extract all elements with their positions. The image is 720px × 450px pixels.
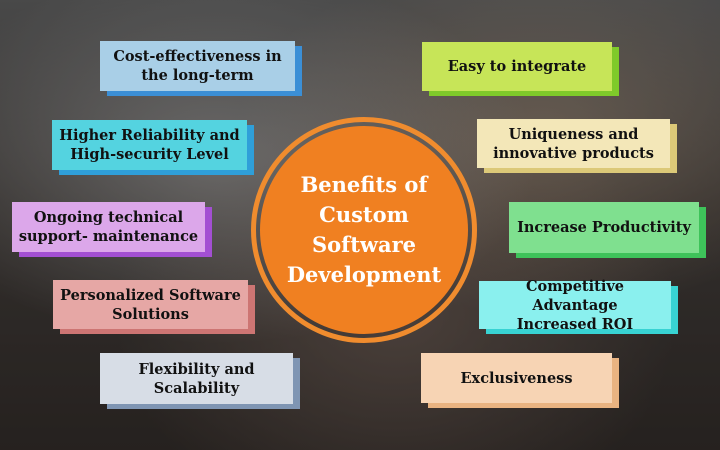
- benefit-cost-effectiveness: Cost-effectiveness in the long-term: [100, 41, 295, 91]
- benefit-increase-productivity: Increase Productivity: [509, 202, 699, 253]
- benefit-label: Ongoing technical support- maintenance: [18, 209, 199, 245]
- benefit-label: Personalized Software Solutions: [60, 286, 241, 323]
- benefit-label: Higher Reliability and High-security Lev…: [59, 127, 240, 163]
- benefit-uniqueness-innovation: Uniqueness and innovative products: [477, 119, 670, 168]
- benefit-flexibility-scalability: Flexibility and Scalability: [100, 353, 293, 404]
- benefit-label: Easy to integrate: [447, 58, 587, 75]
- benefit-label: Cost-effectiveness in the long-term: [113, 48, 282, 84]
- hub-circle: Benefits of Custom Software Development: [260, 126, 468, 334]
- benefit-exclusiveness: Exclusiveness: [421, 353, 612, 403]
- benefit-easy-integrate: Easy to integrate: [422, 42, 612, 91]
- benefit-label: Exclusiveness: [460, 369, 573, 387]
- benefit-label: Flexibility and Scalability: [138, 360, 255, 397]
- benefit-reliability-security: Higher Reliability and High-security Lev…: [52, 120, 247, 170]
- hub-title: Benefits of Custom Software Development: [286, 172, 442, 287]
- benefit-label: Uniqueness and innovative products: [493, 125, 654, 162]
- benefit-label: Increase Productivity: [517, 219, 691, 236]
- benefit-competitive-advantage: Competitive Advantage Increased ROI: [479, 278, 671, 333]
- hub-ring: [251, 117, 477, 343]
- benefit-personalized-software: Personalized Software Solutions: [53, 280, 248, 329]
- benefit-label: Competitive Advantage Increased ROI: [516, 277, 634, 333]
- benefit-technical-support: Ongoing technical support- maintenance: [12, 202, 205, 252]
